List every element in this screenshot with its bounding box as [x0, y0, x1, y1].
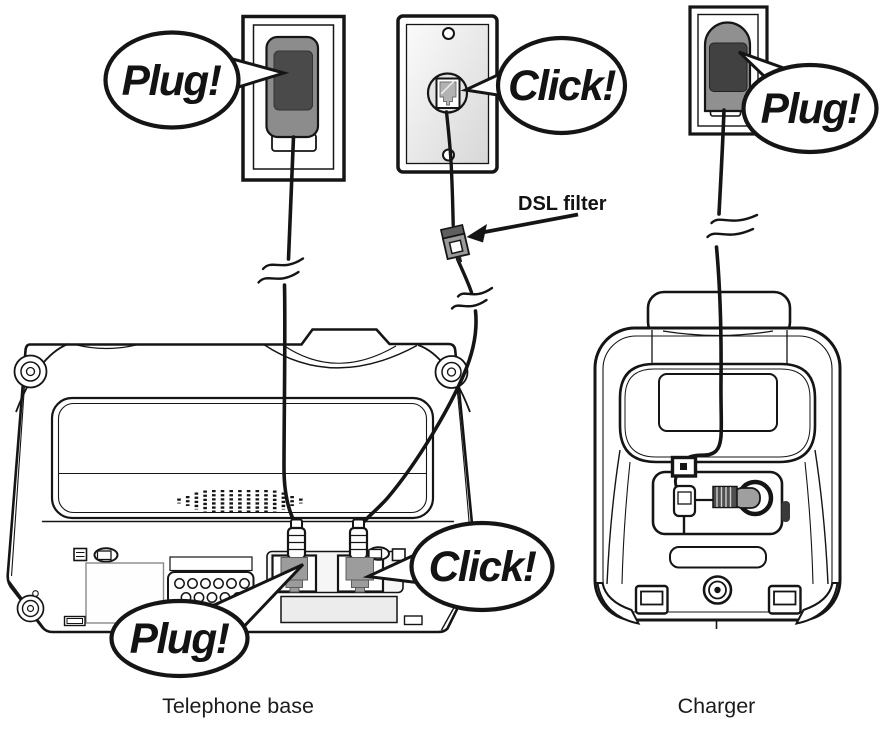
- strain-relief-right: [348, 526, 369, 560]
- bottom-screw-pin: [714, 586, 721, 594]
- jack-sheen: [440, 80, 455, 95]
- wallmount-slot-right: [391, 548, 406, 562]
- charger: [593, 290, 842, 629]
- cords: [257, 108, 759, 529]
- dc-plug-strain-relief: [712, 485, 738, 509]
- dsl-arrow-shaft: [481, 212, 579, 235]
- wallmount-slot-left-ribs: [76, 552, 85, 557]
- charger-window: [658, 373, 778, 432]
- phone-wall-jack-plate: [396, 14, 499, 174]
- charger-foot-right: [767, 584, 802, 615]
- speaker-grille: [177, 490, 303, 512]
- screw-boss-top-left-pin: [25, 366, 36, 377]
- bubble-balloon: [495, 35, 628, 136]
- foot-slot-left: [63, 615, 86, 627]
- dsl-filter-annotation: DSL filter: [466, 193, 607, 243]
- power-cord-right-upper: [717, 108, 726, 216]
- foot-slot-left-inner: [66, 618, 83, 624]
- ac-adapter-right-face: [709, 42, 748, 92]
- caption-telephone-base: Telephone base: [162, 694, 314, 718]
- back-panel-inner: [57, 402, 428, 514]
- stand-leg-right: [814, 449, 829, 585]
- speech-bubble-click-base-line: Click!: [362, 520, 555, 613]
- stand-leg-left-inner: [621, 461, 631, 585]
- line-cord-mid: [455, 257, 474, 295]
- callout-plug-outlet-left: Plug!: [122, 58, 222, 105]
- rj-jack-socket: [439, 81, 457, 106]
- telephone-base: [6, 328, 478, 634]
- cord-break-right: [706, 213, 759, 239]
- side-latch: [781, 501, 790, 522]
- cord-hook-left-tab: [96, 550, 112, 561]
- back-panel: [50, 396, 435, 520]
- charger-bezel-inner: [624, 368, 811, 458]
- screw-hole-top: [442, 27, 455, 40]
- cord-clip: [672, 484, 697, 518]
- bubble-balloon: [741, 62, 879, 155]
- line-plug-inserted: [345, 557, 374, 593]
- speech-bubble-plug-base-power: Plug!: [109, 563, 305, 679]
- foot-slot-right: [403, 615, 423, 626]
- stand-leg-right-inner: [804, 461, 814, 585]
- cradle-arc-inner: [282, 344, 397, 364]
- power-cord-right-lower: [684, 245, 724, 461]
- callout-click-base-line: Click!: [429, 544, 537, 591]
- pilot-hole: [32, 590, 39, 597]
- jack-plate-inner: [405, 23, 490, 165]
- callout-click-wall-jack: Click!: [508, 63, 616, 110]
- charger-foot-left-pad: [640, 590, 664, 606]
- speech-bubble-plug-outlet-left: Plug!: [103, 30, 290, 130]
- cord-hook-right-tab: [368, 548, 383, 559]
- dsl-arrow-head: [466, 224, 487, 243]
- corner-wedge-left: [596, 582, 641, 625]
- wallmount-slot-left: [73, 547, 88, 562]
- bubble-balloon: [109, 598, 250, 679]
- speech-bubble-plug-outlet-right: Plug!: [737, 50, 879, 155]
- cord-clip-inner: [677, 491, 692, 505]
- base-left-wall: [10, 355, 28, 577]
- handset-bump-arc: [74, 343, 139, 350]
- dsl-filter-label: DSL filter: [518, 193, 607, 215]
- speech-bubble-click-wall-jack: Click!: [460, 35, 628, 136]
- charger-foot-left: [634, 584, 669, 615]
- strain-relief-right-ribs: [350, 534, 367, 551]
- callout-plug-base-power: Plug!: [130, 616, 230, 663]
- dsl-filter-stub: [455, 256, 463, 264]
- hook-recess-arc: [662, 330, 774, 337]
- base-connectors: [280, 518, 374, 593]
- power-cord-left-upper: [286, 135, 296, 261]
- line-cord-lower: [357, 309, 478, 529]
- corner-wedge-right: [794, 582, 839, 625]
- bubble-balloon: [409, 520, 555, 613]
- ac-adapter-left-face: [273, 50, 313, 111]
- line-cord-upper: [444, 110, 455, 227]
- charger-foot-right-pad: [773, 590, 797, 606]
- cord-break-left: [257, 257, 305, 284]
- power-outlet-right: [688, 5, 769, 136]
- power-cord-left-lower: [282, 283, 298, 526]
- cradle-arc-outer: [262, 343, 418, 369]
- cord-break-middle: [450, 286, 494, 310]
- caption-charger: Charger: [678, 694, 756, 718]
- screw-boss-bottom-left-pin: [26, 604, 35, 613]
- hook-neck: [651, 330, 788, 364]
- stand-leg-left: [606, 449, 621, 585]
- bottom-slot: [669, 546, 767, 569]
- cord-channel: [280, 595, 398, 624]
- label-slot: [169, 556, 253, 572]
- charger-cord-connector-pin: [680, 463, 687, 470]
- dsl-filter: [439, 223, 471, 264]
- bubble-balloon: [103, 30, 241, 130]
- strain-relief-left-ribs: [288, 534, 305, 551]
- dsl-filter-jack: [448, 239, 464, 255]
- screw-boss-top-right-pin: [446, 367, 457, 377]
- strain-relief-left: [286, 526, 307, 560]
- callout-plug-outlet-right: Plug!: [761, 86, 861, 133]
